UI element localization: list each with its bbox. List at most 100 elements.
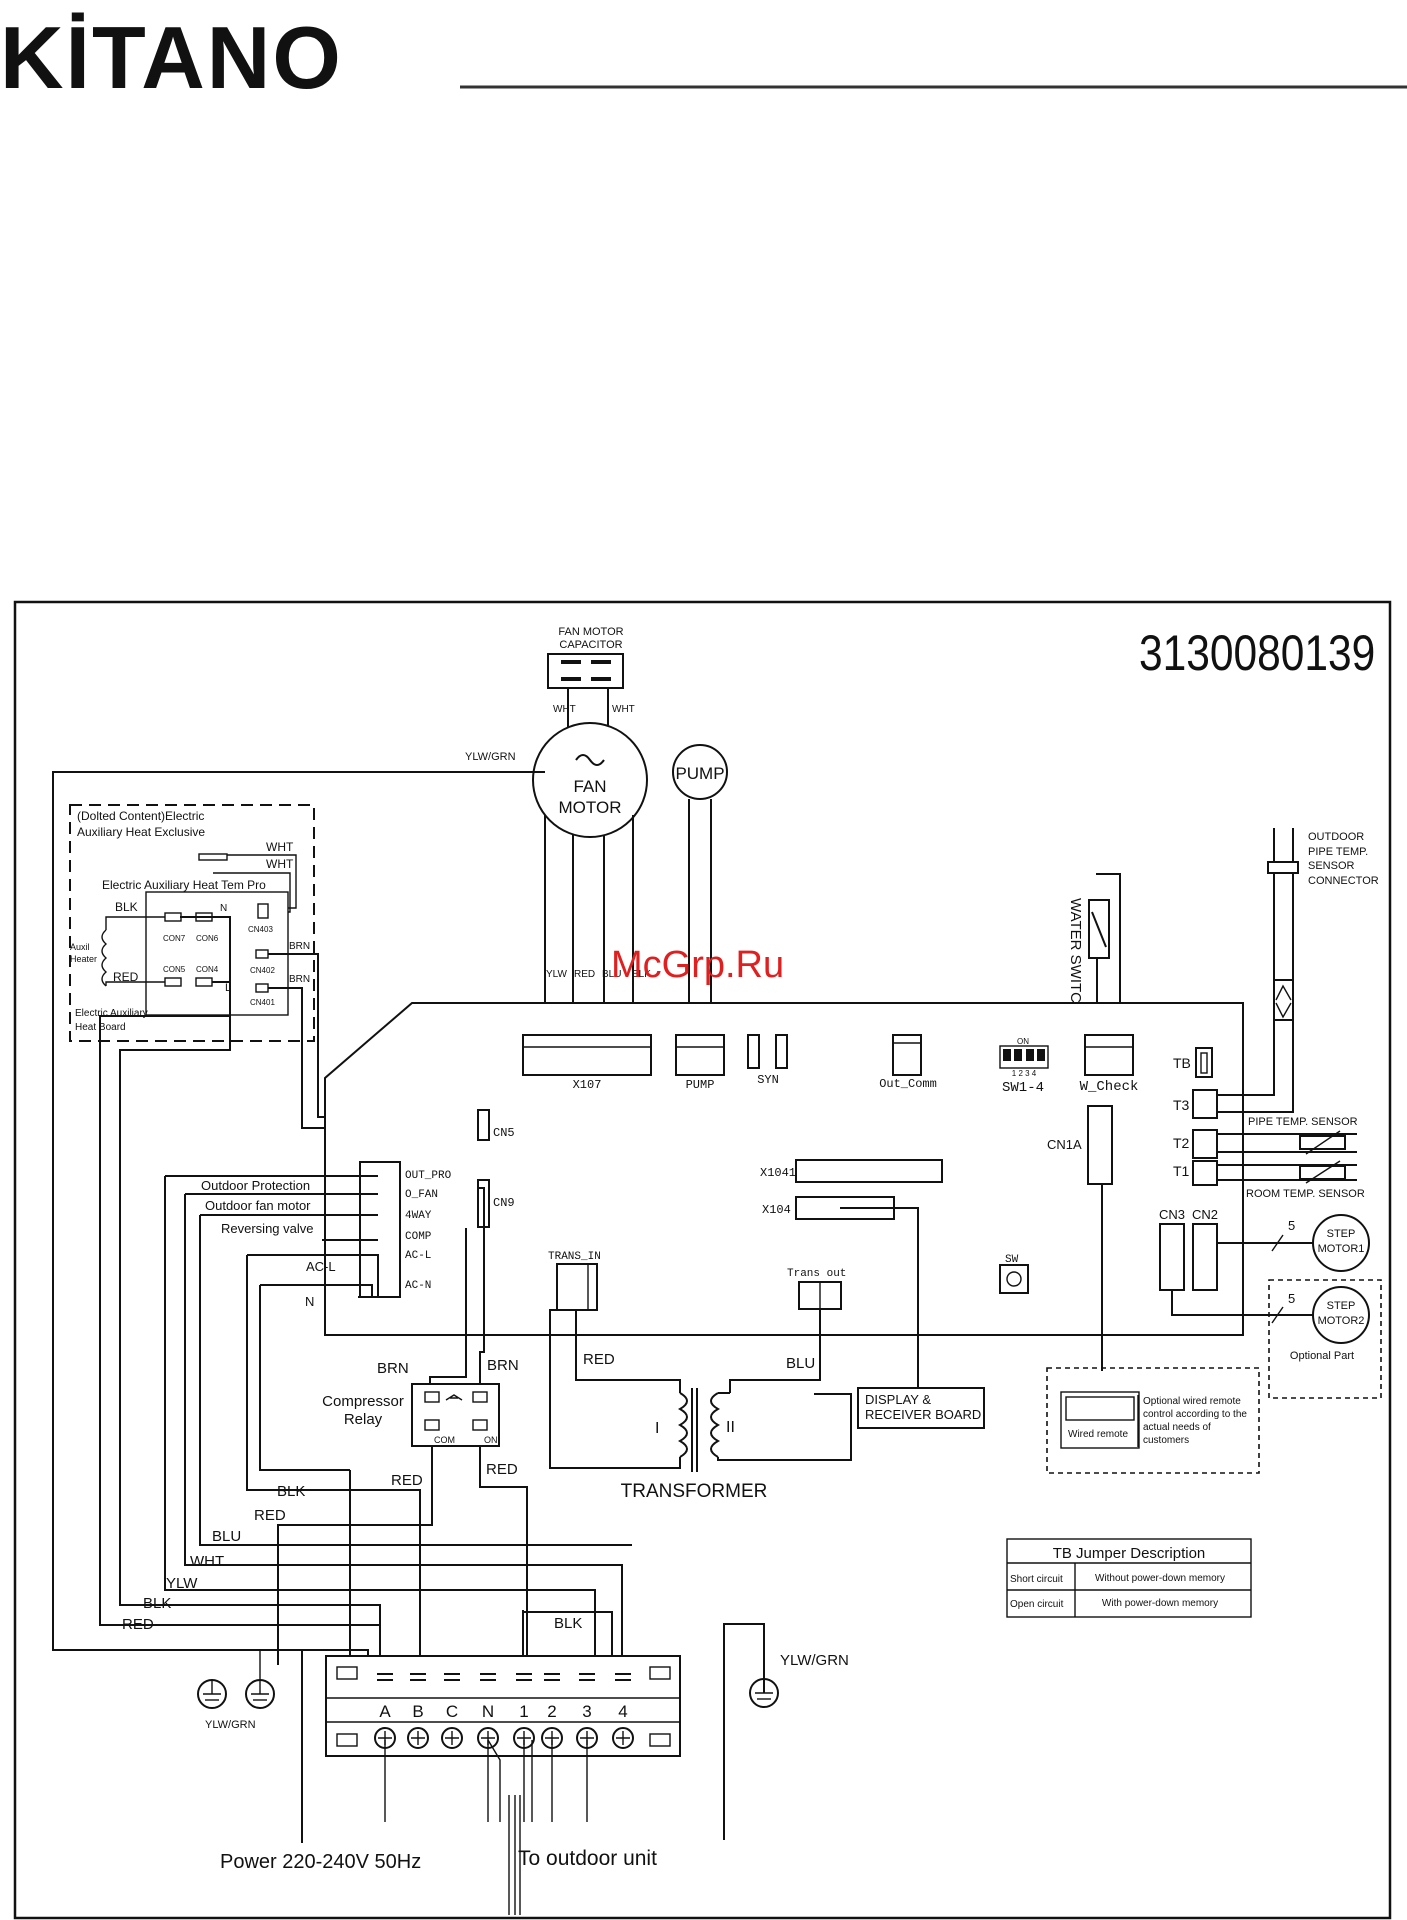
harness-blk-2: BLK	[143, 1595, 171, 1612]
cap-wire-label-1: WHT	[553, 704, 576, 715]
harness-ylw: YLW	[166, 1575, 198, 1592]
label-outdoor-fan-motor: Outdoor fan motor	[205, 1198, 311, 1213]
fan-motor-label-2: MOTOR	[559, 798, 622, 817]
motor1-wire-count: 5	[1288, 1218, 1295, 1233]
harness-blk-1: BLK	[277, 1483, 305, 1500]
display-board-label: DISPLAY &	[865, 1392, 931, 1407]
motor2-wire-count: 5	[1288, 1291, 1295, 1306]
step-motor2-label: STEP	[1327, 1300, 1356, 1312]
outgoing-wires: Power 220-240V 50Hz To outdoor unit	[220, 1739, 657, 1915]
transformer: RED BLU I II TRANSFORMER	[549, 1309, 852, 1502]
outdoor-sensor-connector: OUTDOOR PIPE TEMP. SENSOR CONNECTOR	[1217, 828, 1379, 1113]
fan-wire-red: RED	[574, 969, 595, 980]
terminal-clamp-2	[444, 1673, 460, 1681]
brand-logo-text: KİTANO	[0, 8, 343, 107]
relay-brn-1: BRN	[377, 1360, 409, 1377]
aux-con6: CON6	[196, 934, 219, 943]
terminal-n: N	[482, 1702, 494, 1721]
aux-heat-section: (Dolted Content)Electric Auxiliary Heat …	[69, 804, 478, 1665]
brand-logo: KİTANO	[0, 8, 343, 107]
cn1a-label: CN1A	[1047, 1137, 1082, 1152]
model-number: 3130080139	[1139, 625, 1375, 681]
pump: PUMP	[672, 744, 728, 1037]
diagram-frame	[13, 600, 1392, 1920]
t2-label: T2	[1173, 1135, 1190, 1151]
aux-board-label: Electric Auxiliary	[75, 1008, 148, 1019]
optional-part-label: Optional Part	[1290, 1350, 1354, 1362]
outdoor-sensor-label-3: SENSOR	[1308, 860, 1355, 872]
cn3-label: CN3	[1159, 1207, 1185, 1222]
pin-o-fan: O_FAN	[405, 1189, 438, 1201]
sw-label: SW	[1005, 1254, 1019, 1266]
relay-red-1: RED	[391, 1472, 423, 1489]
label-n: N	[305, 1294, 314, 1309]
winding-ii: II	[726, 1419, 735, 1436]
terminal-b: B	[412, 1702, 423, 1721]
aux-cn401: CN401	[250, 998, 275, 1007]
wired-note-1: Optional wired remote	[1143, 1396, 1241, 1407]
x107-label: X107	[573, 1078, 602, 1092]
aux-cn402: CN402	[250, 966, 275, 975]
outdoor-sensor-label-1: OUTDOOR	[1308, 831, 1364, 843]
x1041-label: X1041	[760, 1166, 796, 1180]
aux-red: RED	[113, 970, 139, 984]
tb-row-open-desc: With power-down memory	[1102, 1598, 1218, 1609]
temp-sensors: PIPE TEMP. SENSOR ROOM TEMP. SENSOR	[1217, 1116, 1365, 1200]
aux-heater: Auxil	[70, 942, 90, 952]
label-l: AC-L	[306, 1259, 336, 1274]
step-motor1-label-2: MOTOR1	[1318, 1243, 1365, 1255]
pin-4way: 4WAY	[405, 1210, 432, 1222]
terminal-a: A	[379, 1702, 391, 1721]
relay-red-2: RED	[486, 1461, 518, 1478]
trans-in-label: TRANS_IN	[548, 1251, 601, 1263]
w-check-label: W_Check	[1080, 1079, 1139, 1095]
ground-wire-label: YLW/GRN	[465, 751, 516, 763]
compressor-relay-label: Compressor	[322, 1393, 404, 1410]
terminal-clamp-1	[410, 1673, 426, 1681]
t1-label: T1	[1173, 1163, 1190, 1179]
water-switch-label: WATER SWITCH	[1067, 898, 1084, 1014]
capacitor-label: FAN MOTOR	[558, 626, 623, 638]
terminal-clamp-5	[544, 1673, 560, 1681]
aux-title: (Dolted Content)Electric	[77, 809, 204, 823]
relay-brn-2: BRN	[487, 1357, 519, 1374]
tb-row-open-state: Open circuit	[1010, 1599, 1064, 1610]
fan-wire-ylw: YLW	[546, 969, 567, 980]
tb-jumper-table: TB Jumper Description Short circuit With…	[1006, 1538, 1252, 1618]
t3-label: T3	[1173, 1097, 1190, 1113]
harness-blk-3: BLK	[554, 1615, 582, 1632]
terminal-4: 4	[618, 1702, 627, 1721]
tb-jumper-title: TB Jumper Description	[1053, 1545, 1206, 1562]
tb-row-short-state: Short circuit	[1010, 1574, 1063, 1585]
aux-wht-1: WHT	[266, 840, 294, 854]
terminal-clamp-7	[615, 1673, 631, 1681]
wired-note-2: control according to the	[1143, 1409, 1247, 1420]
terminal-clamp-4	[516, 1673, 532, 1681]
pin-comp: COMP	[405, 1231, 432, 1243]
pipe-sensor-label: PIPE TEMP. SENSOR	[1248, 1116, 1358, 1128]
trans-out-label: Trans out	[787, 1268, 846, 1280]
outdoor-sensor-label-2: PIPE TEMP.	[1308, 846, 1368, 858]
aux-wht-2: WHT	[266, 857, 294, 871]
harness-labels: BLK RED BLU WHT YLW BLK RED BLK	[122, 1470, 613, 1665]
label-outdoor-protection: Outdoor Protection	[201, 1178, 310, 1193]
step-motor2-label-2: MOTOR2	[1318, 1315, 1365, 1327]
wired-note-3: actual needs of	[1143, 1422, 1211, 1433]
trans-blu: BLU	[786, 1355, 815, 1372]
terminal-clamp-6	[579, 1673, 595, 1681]
aux-brn-1: BRN	[289, 941, 310, 952]
power-label: Power 220-240V 50Hz	[220, 1851, 421, 1873]
relay-com: COM	[434, 1435, 455, 1445]
ground-label-right: YLW/GRN	[780, 1652, 849, 1669]
aux-con7: CON7	[163, 934, 186, 943]
aux-heater-2: Heater	[70, 954, 97, 964]
aux-brn-2: BRN	[289, 974, 310, 985]
aux-l: L	[225, 982, 231, 994]
harness-blu: BLU	[212, 1528, 241, 1545]
tb-row-short-desc: Without power-down memory	[1095, 1573, 1225, 1584]
sw-on-label: ON	[1017, 1037, 1029, 1046]
aux-title-2: Auxiliary Heat Exclusive	[77, 825, 205, 839]
terminal-3: 3	[582, 1702, 591, 1721]
display-board: DISPLAY & RECEIVER BOARD	[840, 1207, 985, 1429]
